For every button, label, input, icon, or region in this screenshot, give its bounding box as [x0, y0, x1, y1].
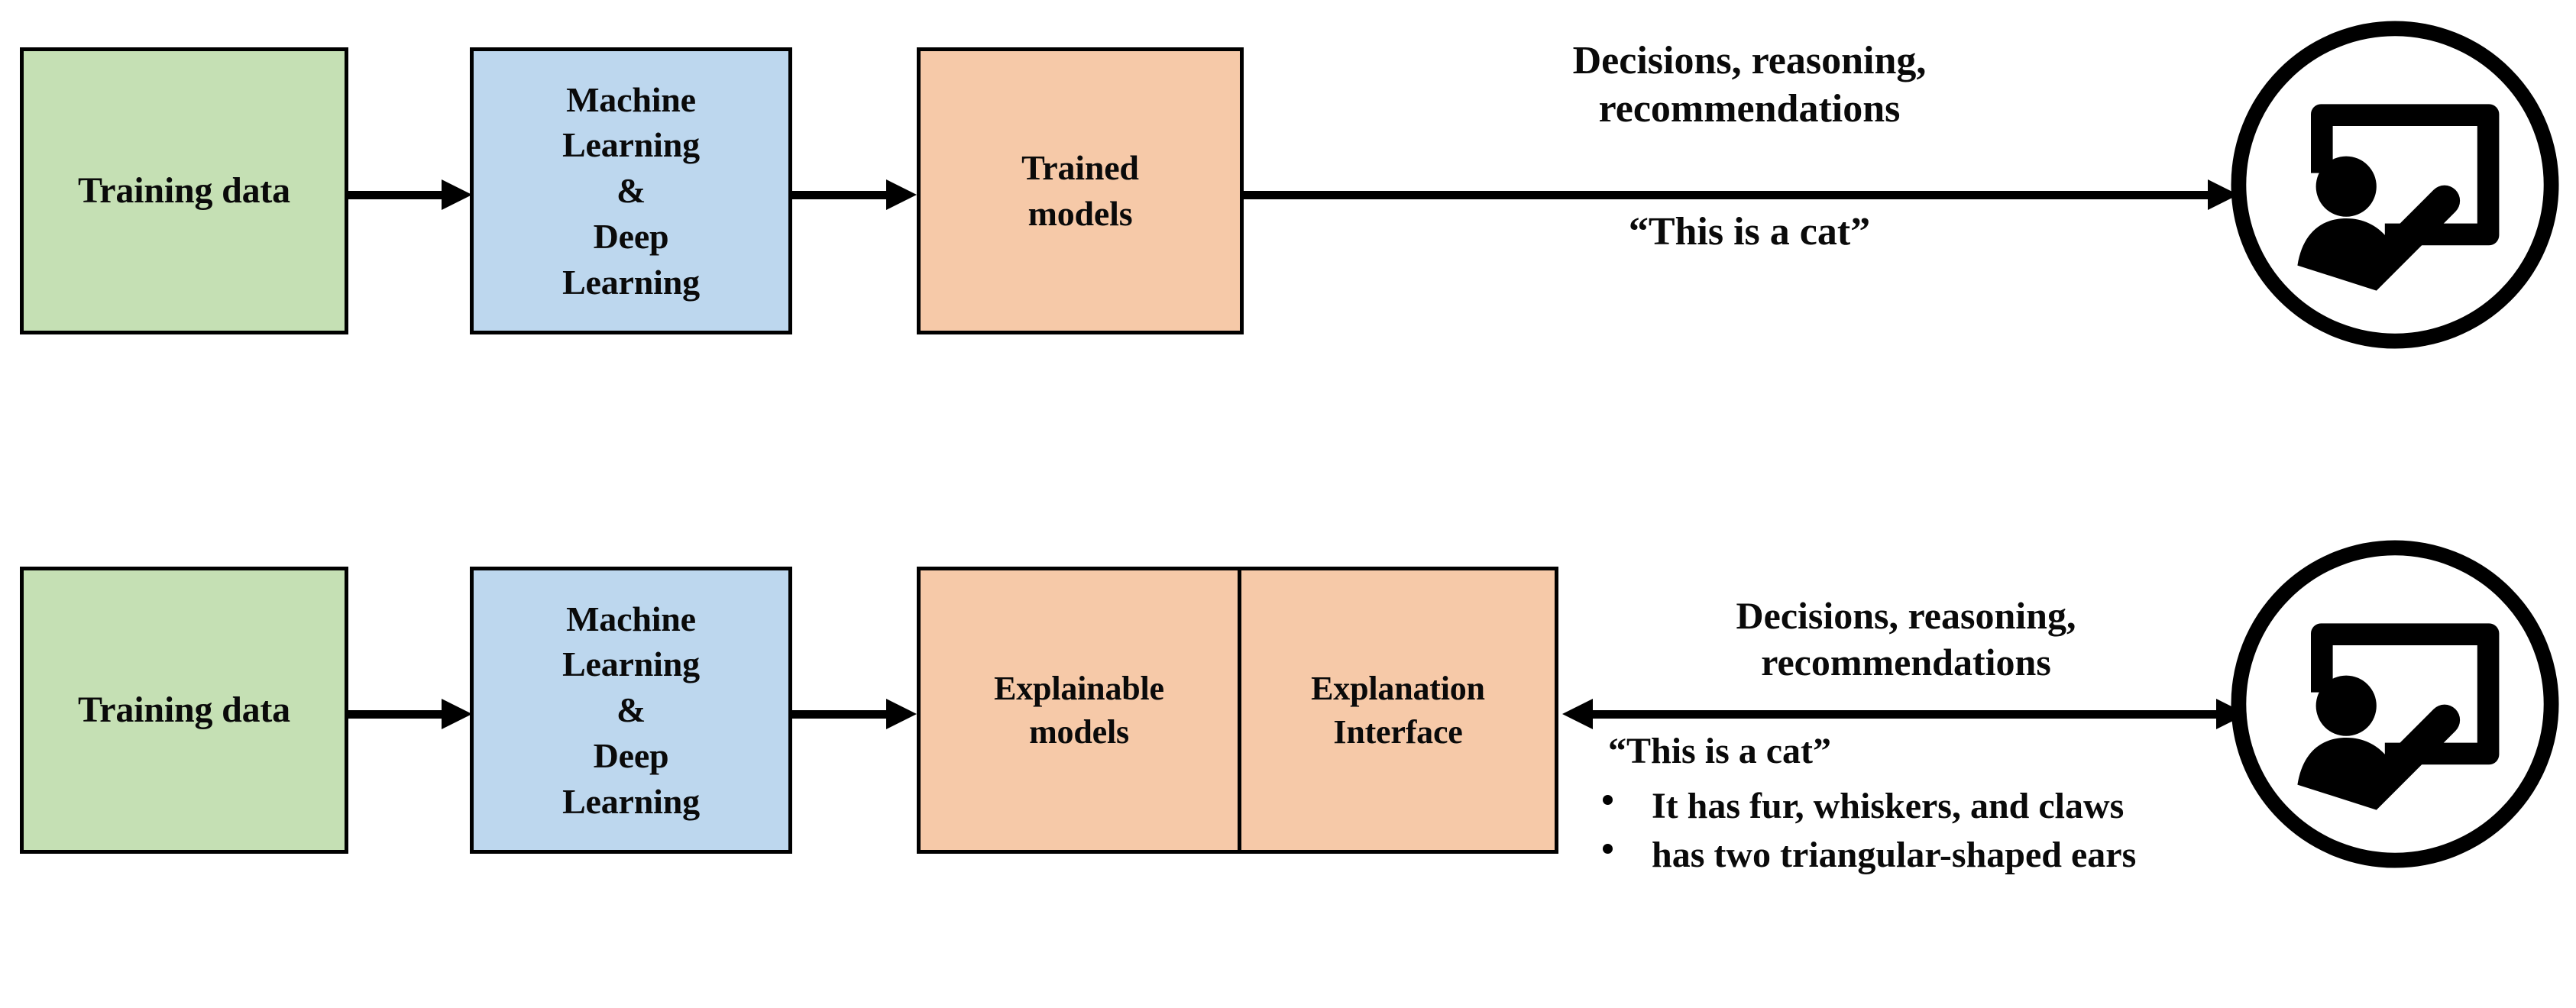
- top-box-ml-dl-label: Machine Learning & Deep Learning: [474, 77, 788, 305]
- bottom-box-explainable-models-label: Explainable models: [921, 667, 1238, 754]
- arrowhead-right-icon: [886, 179, 917, 210]
- arrow-shaft: [348, 710, 442, 719]
- bottom-box-training-data-label: Training data: [78, 689, 290, 730]
- arrow-shaft: [1591, 710, 2216, 719]
- top-box-trained-models-label: Trained models: [921, 145, 1240, 237]
- top-box-training-data-label: Training data: [78, 170, 290, 211]
- ml-line-1: Machine: [566, 599, 696, 638]
- ml-line-1: Machine: [566, 79, 696, 119]
- top-output-caption-line-2: recommendations: [1598, 87, 1901, 131]
- list-item: It has fur, whiskers, and claws: [1597, 784, 2269, 829]
- bullet-dot-icon: [1603, 795, 1613, 806]
- arrowhead-left-icon: [1562, 699, 1593, 729]
- list-item-text: It has fur, whiskers, and claws: [1652, 786, 2125, 826]
- ml-line-5: Learning: [562, 262, 700, 302]
- ml-line-3: &: [616, 690, 646, 730]
- bottom-box-explanation-interface-label: Explanation Interface: [1241, 667, 1555, 754]
- list-item: has two triangular-shaped ears: [1597, 833, 2269, 877]
- presenter-whiteboard-icon: [2227, 17, 2563, 353]
- ml-line-3: &: [616, 171, 646, 211]
- ml-line-2: Learning: [562, 125, 700, 165]
- bottom-box-explainable-group[interactable]: Explainable models Explanation Interface: [917, 567, 1558, 854]
- bottom-output-caption: Decisions, reasoning, recommendations: [1570, 593, 2242, 686]
- explainable-line-1: Explainable: [994, 669, 1164, 707]
- arrow-shaft: [348, 191, 442, 199]
- top-box-trained-models[interactable]: Trained models: [917, 47, 1244, 334]
- arrowhead-right-icon: [442, 179, 472, 210]
- top-output-quote: “This is a cat”: [1628, 210, 1871, 254]
- arrowhead-right-icon: [442, 699, 472, 729]
- bottom-box-training-data[interactable]: Training data: [20, 567, 348, 854]
- explanation-line-2: Interface: [1333, 713, 1463, 751]
- ml-line-4: Deep: [593, 735, 669, 775]
- explanation-bullet-list: It has fur, whiskers, and claws has two …: [1597, 784, 2269, 881]
- bottom-output-caption-line-2: recommendations: [1761, 641, 2051, 683]
- explanation-line-1: Explanation: [1311, 669, 1485, 707]
- top-box-training-data[interactable]: Training data: [20, 47, 348, 334]
- top-output-caption: Decisions, reasoning, recommendations: [1299, 37, 2200, 134]
- arrow-shaft: [792, 710, 886, 719]
- ml-line-4: Deep: [593, 216, 669, 256]
- bottom-output-quote: “This is a cat”: [1608, 731, 1832, 771]
- ml-line-2: Learning: [562, 645, 700, 684]
- bottom-box-ml-dl[interactable]: Machine Learning & Deep Learning: [470, 567, 792, 854]
- top-output-caption-line-1: Decisions, reasoning,: [1572, 39, 1927, 82]
- arrow-shaft: [792, 191, 886, 199]
- bottom-output-caption-line-1: Decisions, reasoning,: [1736, 594, 2076, 637]
- bottom-box-explainable-models[interactable]: Explainable models: [921, 570, 1238, 850]
- bottom-box-explanation-interface[interactable]: Explanation Interface: [1238, 570, 1555, 850]
- trained-models-line-2: models: [1027, 194, 1133, 233]
- bullet-dot-icon: [1603, 843, 1613, 854]
- explainable-line-2: models: [1029, 713, 1129, 751]
- ml-line-5: Learning: [562, 781, 700, 821]
- bottom-box-ml-dl-label: Machine Learning & Deep Learning: [474, 596, 788, 825]
- trained-models-line-1: Trained: [1021, 148, 1139, 188]
- top-box-ml-dl[interactable]: Machine Learning & Deep Learning: [470, 47, 792, 334]
- arrowhead-right-icon: [886, 699, 917, 729]
- list-item-text: has two triangular-shaped ears: [1652, 834, 2137, 875]
- arrow-shaft: [1244, 191, 2208, 199]
- presenter-whiteboard-icon: [2227, 536, 2563, 872]
